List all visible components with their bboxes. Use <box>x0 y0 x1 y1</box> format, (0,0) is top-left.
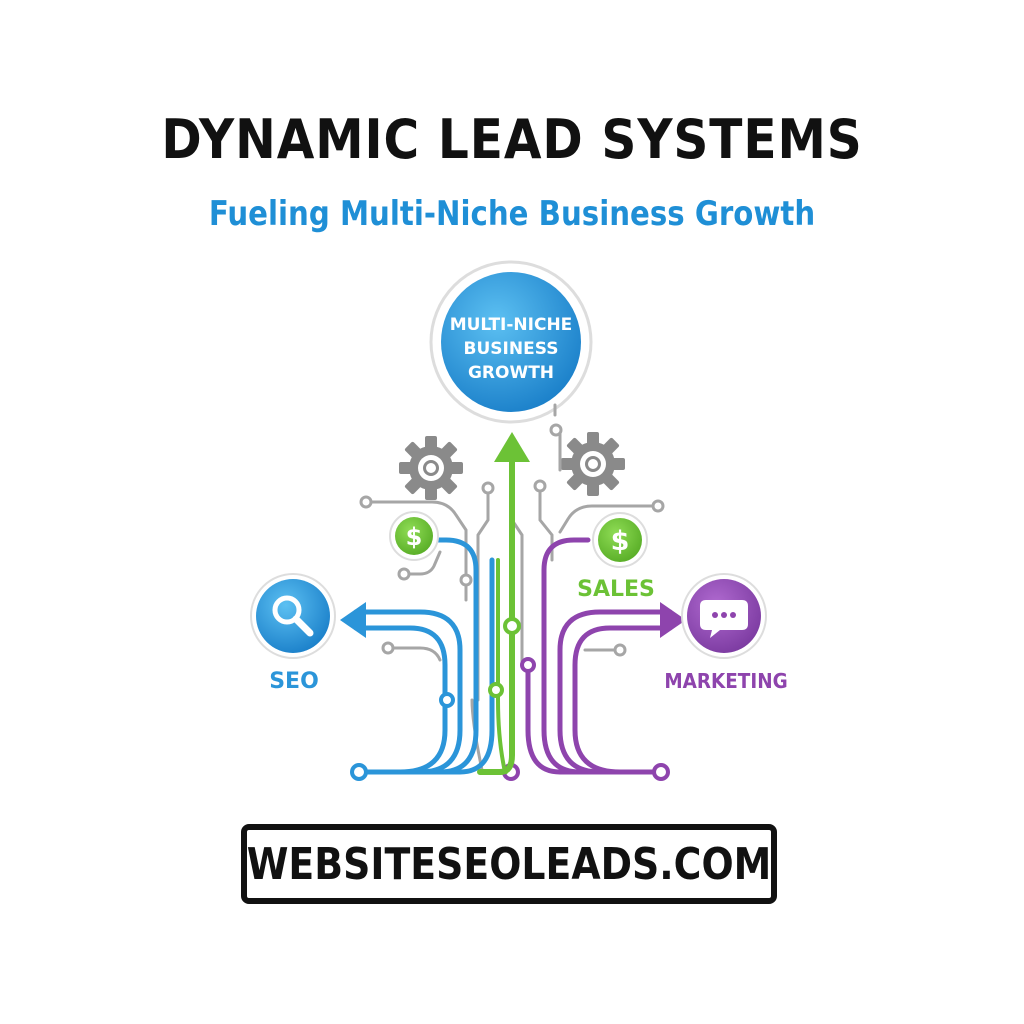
marketing-node <box>681 573 767 659</box>
seo-label: SEO <box>269 669 319 694</box>
sales-label: SALES <box>577 577 655 602</box>
marketing-label: MARKETING <box>664 669 787 693</box>
magnifier-icon <box>272 595 314 637</box>
seo-flow-node <box>350 763 368 781</box>
svg-text:$: $ <box>611 526 630 557</box>
gear-icon <box>399 436 463 500</box>
marketing-arrowhead <box>660 602 686 638</box>
dollar-icon: $ <box>592 512 648 568</box>
website-url-box: WEBSITESEOLEADS.COM <box>241 824 777 904</box>
svg-text:$: $ <box>406 523 423 551</box>
marketing-flow-node <box>652 763 670 781</box>
growth-node-line1: MULTI-NICHE <box>450 315 573 335</box>
growth-node: MULTI-NICHE BUSINESS GROWTH <box>429 260 593 424</box>
website-url[interactable]: WEBSITESEOLEADS.COM <box>246 838 772 890</box>
gray-circuit-nodes <box>359 423 665 657</box>
seo-flow-node <box>439 692 455 708</box>
page-subtitle: Fueling Multi-Niche Business Growth <box>208 194 816 234</box>
seo-node <box>250 573 336 659</box>
gear-icon <box>561 432 625 496</box>
chat-bubble-icon <box>700 600 748 638</box>
page-title: DYNAMIC LEAD SYSTEMS <box>161 108 863 171</box>
dollar-icon: $ <box>389 511 439 561</box>
seo-arrowhead <box>340 602 366 638</box>
growth-node-line3: GROWTH <box>468 363 554 383</box>
marketing-flow-lines <box>525 537 673 775</box>
marketing-flow-node <box>520 657 536 673</box>
growth-node-line2: BUSINESS <box>464 339 559 359</box>
growth-arrow <box>477 432 530 775</box>
